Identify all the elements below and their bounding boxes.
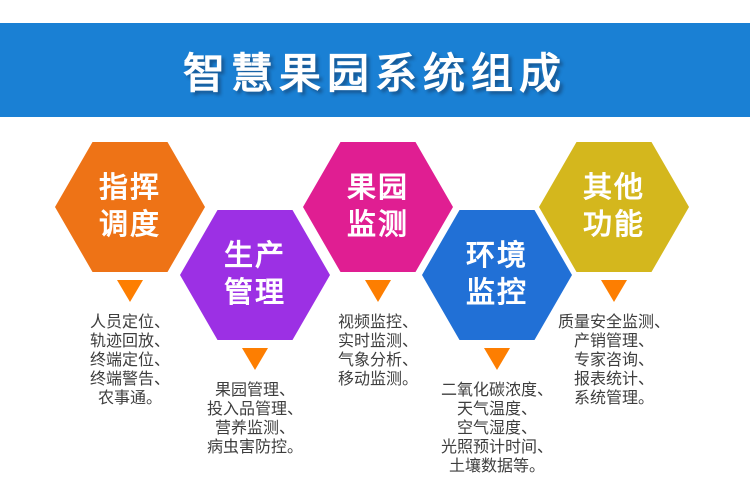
list-item: 轨迹回放、 [89, 333, 170, 350]
hexagon-command-dispatch: 指挥 调度 [55, 142, 205, 272]
list-item: 果园管理、 [214, 382, 295, 399]
list-item: 系统管理。 [573, 390, 654, 407]
list-item: 专家咨询、 [573, 352, 654, 369]
list-item: 移动监测。 [337, 371, 418, 388]
column-production-management: 生产 管理 果园管理、 投入品管理、 营养监测、 病虫害防控。 [175, 210, 335, 457]
hexagon-label-line: 功能 [582, 209, 645, 241]
column-command-dispatch: 指挥 调度 人员定位、 轨迹回放、 终端定位、 终端警告、 农事通。 [50, 142, 210, 408]
feature-list: 二氧化碳浓度、 天气温度、 空气湿度、 光照预计时间、 土壤数据等。 [417, 381, 577, 476]
hexagon-label-line: 管理 [223, 277, 286, 309]
list-item: 病虫害防控。 [206, 439, 303, 456]
header-banner: 智慧果园系统组成 [0, 23, 750, 117]
down-arrow-icon [242, 348, 268, 370]
list-item: 天气温度、 [456, 401, 537, 418]
list-item: 空气湿度、 [456, 420, 537, 437]
down-arrow-icon [117, 280, 143, 302]
list-item: 报表统计、 [573, 371, 654, 388]
column-orchard-monitoring: 果园 监测 视频监控、 实时监测、 气象分析、 移动监测。 [298, 142, 458, 389]
feature-list: 人员定位、 轨迹回放、 终端定位、 终端警告、 农事通。 [50, 313, 210, 408]
page-title: 智慧果园系统组成 [182, 49, 567, 97]
list-item: 终端警告、 [89, 371, 170, 388]
feature-list: 质量安全监测、 产销管理、 专家咨询、 报表统计、 系统管理。 [534, 313, 694, 408]
feature-list: 果园管理、 投入品管理、 营养监测、 病虫害防控。 [175, 381, 335, 457]
hexagon-other-functions: 其他 功能 [539, 142, 689, 272]
list-item: 人员定位、 [89, 314, 170, 331]
hexagon-label-line: 监控 [465, 277, 528, 309]
hexagon-label-line: 监测 [346, 209, 409, 241]
hexagon-label-line: 指挥 [98, 172, 161, 204]
list-item: 农事通。 [97, 390, 162, 407]
list-item: 终端定位、 [89, 352, 170, 369]
list-item: 实时监测、 [337, 333, 418, 350]
hexagon-label-line: 生产 [223, 240, 286, 272]
hexagon-label-line: 果园 [346, 172, 409, 204]
column-other-functions: 其他 功能 质量安全监测、 产销管理、 专家咨询、 报表统计、 系统管理。 [534, 142, 694, 408]
list-item: 质量安全监测、 [557, 314, 670, 331]
list-item: 土壤数据等。 [448, 458, 545, 475]
list-item: 产销管理、 [573, 333, 654, 350]
feature-list: 视频监控、 实时监测、 气象分析、 移动监测。 [298, 313, 458, 389]
list-item: 营养监测、 [214, 420, 295, 437]
list-item: 气象分析、 [337, 352, 418, 369]
list-item: 光照预计时间、 [440, 439, 553, 456]
down-arrow-icon [484, 348, 510, 370]
column-environment-control: 环境 监控 二氧化碳浓度、 天气温度、 空气湿度、 光照预计时间、 土壤数据等。 [417, 210, 577, 476]
hexagon-label-line: 调度 [98, 209, 161, 241]
down-arrow-icon [365, 280, 391, 302]
hexagon-label-line: 其他 [582, 172, 645, 204]
down-arrow-icon [601, 280, 627, 302]
hexagon-orchard-monitoring: 果园 监测 [303, 142, 453, 272]
list-item: 视频监控、 [337, 314, 418, 331]
list-item: 投入品管理、 [206, 401, 303, 418]
hexagon-label-line: 环境 [465, 240, 528, 272]
list-item: 二氧化碳浓度、 [440, 382, 553, 399]
